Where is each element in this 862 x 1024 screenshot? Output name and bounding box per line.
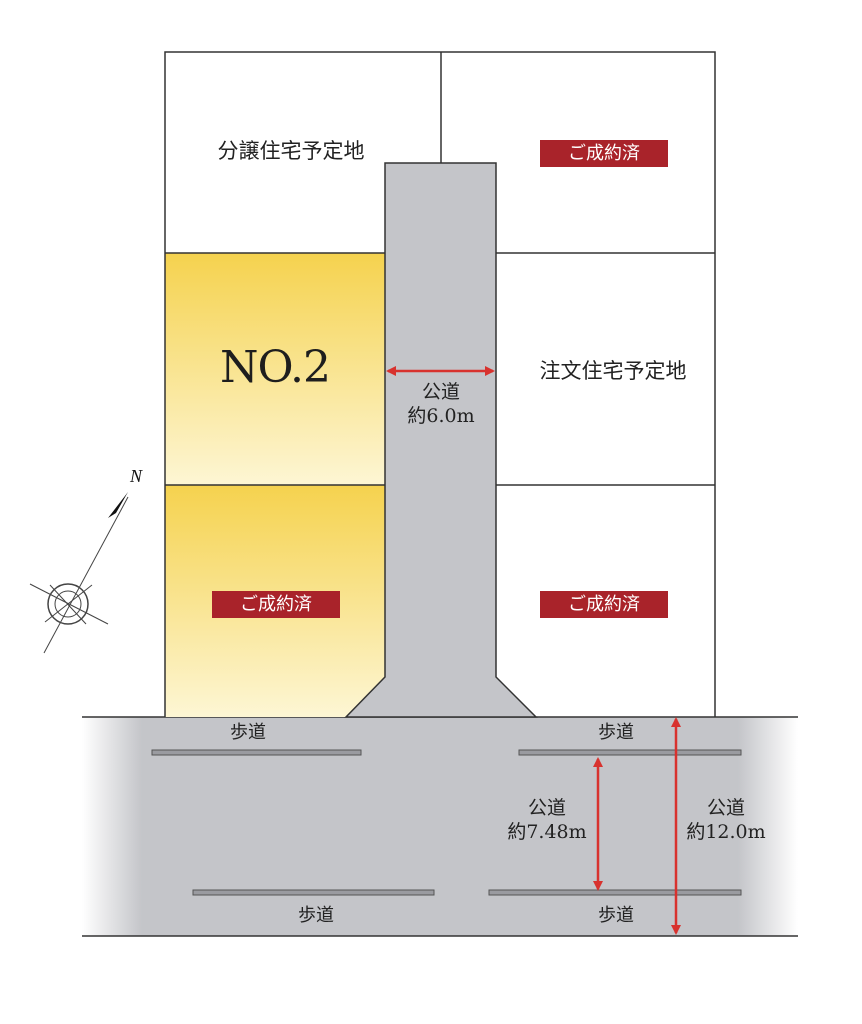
lot-no2-fill: [165, 253, 385, 485]
total-road-label: 公道 約12.0m: [680, 797, 772, 845]
curb-bottom-left: [192, 889, 435, 896]
sold-badge-lower-left: ご成約済: [212, 591, 340, 618]
curb-top-left: [151, 749, 362, 756]
cul-de-sac-road-name: 公道: [421, 381, 460, 403]
total-road-width: 約12.0m: [686, 820, 766, 843]
compass-icon: N: [29, 466, 143, 654]
sold-badge-top-right: ご成約済: [540, 140, 668, 167]
lot-no2-label: NO.2: [220, 342, 331, 393]
sidewalk-curbs: [151, 749, 742, 896]
lot-outlines: [164, 51, 716, 717]
sidewalk-label-top-right: 歩道: [598, 722, 634, 743]
main-road-fade-left: [82, 717, 142, 936]
sidewalk-label-bottom-right: 歩道: [598, 905, 634, 926]
cul-de-sac-road: [344, 162, 538, 718]
carriageway-name: 公道: [527, 797, 566, 819]
sold-badge-lower-right: ご成約済: [540, 591, 668, 618]
lot-label-right-mid: 注文住宅予定地: [539, 359, 687, 383]
carriageway-width: 約7.48m: [507, 820, 587, 843]
north-label: N: [129, 466, 143, 486]
main-road-fade-right: [738, 717, 798, 936]
cul-de-sac-road-width: 約6.0m: [407, 404, 475, 427]
cul-de-sac-road-label: 公道 約6.0m: [400, 381, 482, 429]
total-road-name: 公道: [706, 797, 745, 819]
curb-top-right: [518, 749, 742, 756]
carriageway-label: 公道 約7.48m: [497, 797, 597, 845]
lot-label-top-left: 分譲住宅予定地: [217, 139, 365, 163]
curb-bottom-right: [488, 889, 742, 896]
sidewalk-label-bottom-left: 歩道: [298, 905, 334, 926]
sidewalk-label-top-left: 歩道: [230, 722, 266, 743]
